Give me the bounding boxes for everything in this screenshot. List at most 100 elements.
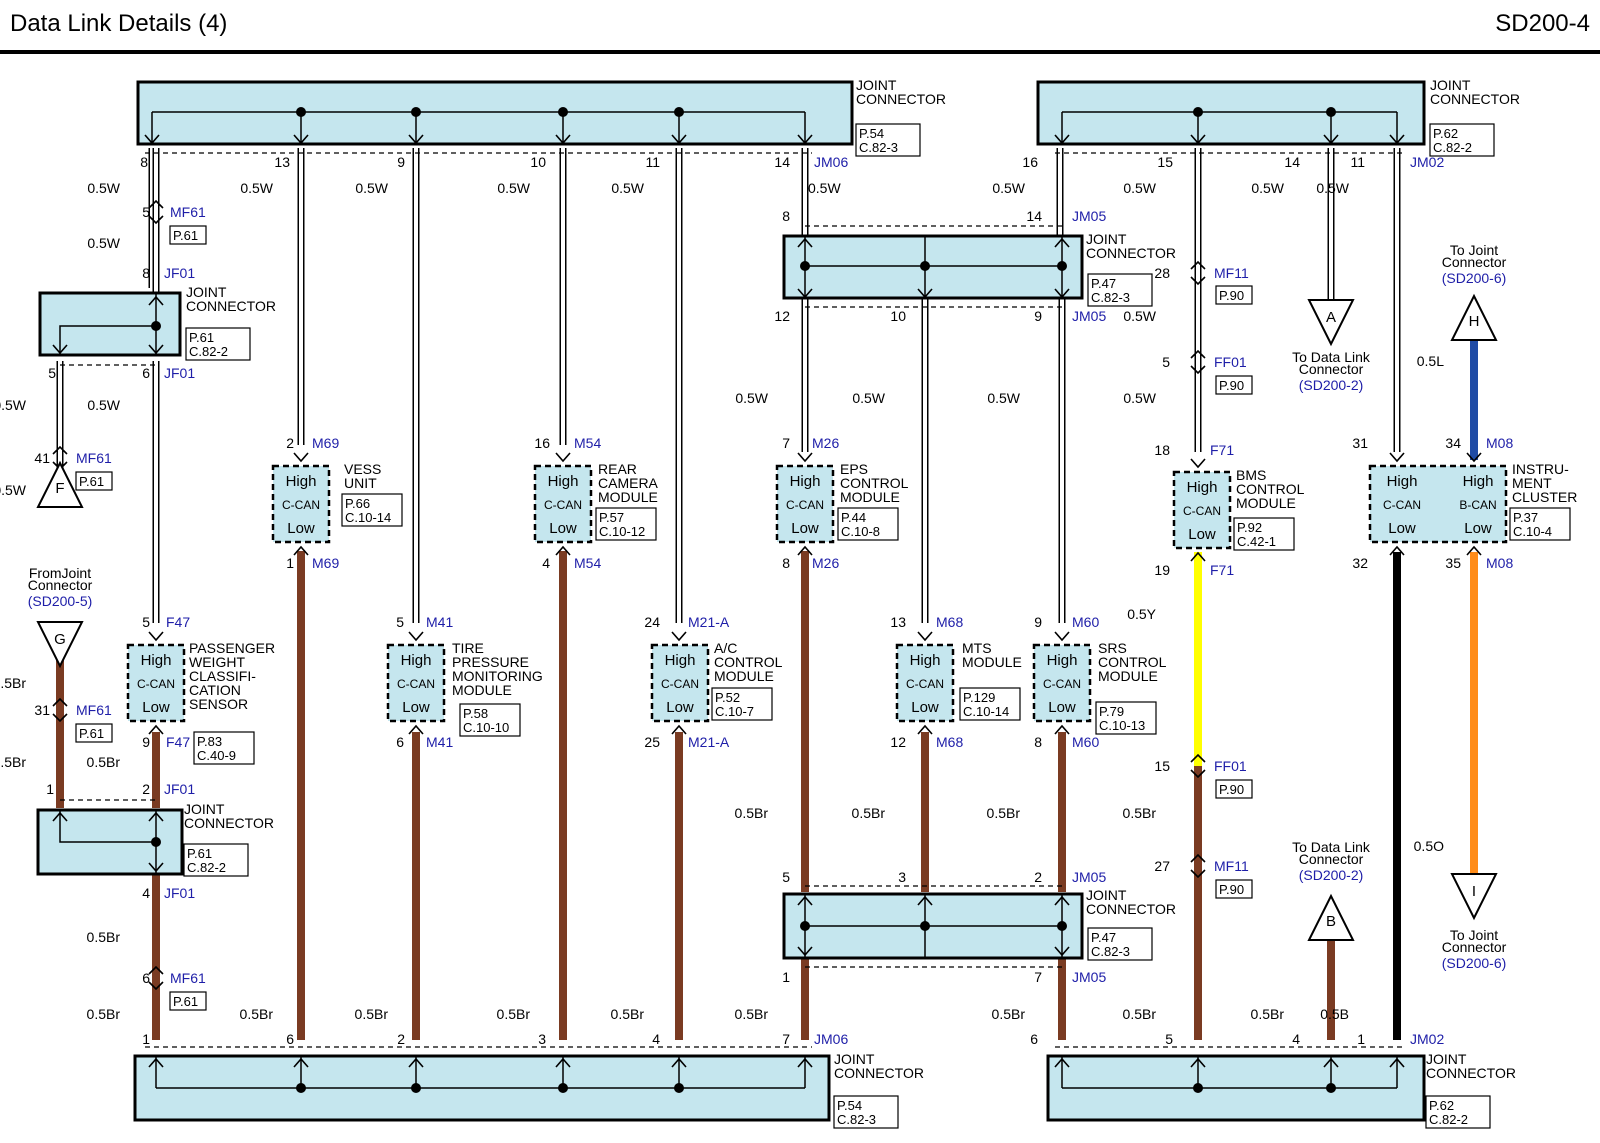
module-name: INSTRU- bbox=[1512, 461, 1569, 477]
joint-connector-title: CONNECTOR bbox=[856, 91, 946, 107]
pin-chevron bbox=[1054, 631, 1070, 642]
boxes-layer bbox=[36, 80, 1571, 1129]
pin-chevron bbox=[148, 344, 164, 355]
reference-text: C.10-14 bbox=[963, 704, 1009, 719]
module-box bbox=[1172, 470, 1232, 550]
module-name: MODULE bbox=[452, 682, 512, 698]
junction-dot bbox=[674, 107, 684, 117]
module-low-label: Low bbox=[911, 699, 939, 716]
connector-id: M41 bbox=[426, 734, 453, 750]
pin-chevron bbox=[797, 545, 813, 556]
reference-box bbox=[193, 731, 255, 765]
pin-label: 3 bbox=[898, 869, 906, 885]
pin-chevron bbox=[148, 1057, 164, 1068]
junction-dot bbox=[558, 107, 568, 117]
reference-text: C.10-7 bbox=[715, 704, 754, 719]
pin-label: 0.5Br bbox=[611, 1006, 645, 1022]
pin-label: 15 bbox=[1157, 154, 1173, 170]
pin-label: 14 bbox=[1026, 208, 1042, 224]
offpage-ref: (SD200-2) bbox=[1299, 867, 1364, 883]
module-bus-label: C-CAN bbox=[282, 498, 320, 512]
offpage-letter: A bbox=[1326, 309, 1336, 326]
reference-text: P.79 bbox=[1099, 704, 1124, 719]
pin-chevron bbox=[555, 452, 571, 463]
pin-label: 0.5W bbox=[611, 180, 644, 196]
pin-label: 5 bbox=[396, 614, 404, 630]
pin-label: 13 bbox=[890, 614, 906, 630]
joint-connector-title: CONNECTOR bbox=[834, 1065, 924, 1081]
reference-text: P.61 bbox=[79, 726, 104, 741]
pin-label: 7 bbox=[782, 435, 790, 451]
reference-box bbox=[459, 703, 521, 737]
joint-connector-title: CONNECTOR bbox=[1430, 91, 1520, 107]
junction-dot bbox=[800, 921, 810, 931]
pin-label: 4 bbox=[1292, 1031, 1300, 1047]
pin-label: 0.5Br bbox=[87, 754, 121, 770]
pin-label: 12 bbox=[890, 734, 906, 750]
reference-box bbox=[185, 327, 251, 361]
joint-connector-box bbox=[782, 234, 1084, 300]
junction-dot bbox=[296, 107, 306, 117]
pin-label: 0.5Br bbox=[1123, 805, 1157, 821]
pin-label: 8 bbox=[1034, 734, 1042, 750]
reference-text: P.47 bbox=[1091, 276, 1116, 291]
reference-box bbox=[169, 991, 207, 1011]
module-name: CONTROL bbox=[1098, 654, 1167, 670]
pin-label: 5 bbox=[48, 365, 56, 381]
pin-chevron bbox=[408, 134, 424, 145]
joint-connector-title: CONNECTOR bbox=[1086, 245, 1176, 261]
connector-id: M69 bbox=[312, 555, 339, 571]
reference-box bbox=[341, 493, 403, 527]
offpage-text: Connector bbox=[1442, 939, 1507, 955]
pin-label: 0.5W bbox=[497, 180, 530, 196]
pin-label: 0.5W bbox=[87, 397, 120, 413]
pin-chevron bbox=[797, 452, 813, 463]
pin-label: 9 bbox=[142, 734, 150, 750]
connector-id: JM02 bbox=[1410, 154, 1444, 170]
reference-text: C.82-3 bbox=[1091, 944, 1130, 959]
reference-box bbox=[837, 507, 899, 541]
pin-label: 13 bbox=[274, 154, 290, 170]
pin-chevron bbox=[148, 295, 164, 306]
module-bus-label: C-CAN bbox=[397, 677, 435, 691]
pin-chevron bbox=[1054, 237, 1070, 248]
pin-label: 0.5W bbox=[1316, 180, 1349, 196]
module-high-label: High bbox=[1187, 479, 1218, 496]
offpage-text: To Joint bbox=[1450, 927, 1498, 943]
module-name: TIRE bbox=[452, 640, 484, 656]
pin-label: 1 bbox=[1357, 1031, 1365, 1047]
junction-dot bbox=[1326, 107, 1336, 117]
offpage-letter: G bbox=[54, 631, 66, 648]
pin-chevron bbox=[671, 134, 687, 145]
pin-label: 32 bbox=[1352, 555, 1368, 571]
reference-text: C.10-14 bbox=[345, 510, 391, 525]
pin-label: 8 bbox=[782, 208, 790, 224]
pin-chevron bbox=[797, 237, 813, 248]
pin-label: 19 bbox=[1154, 562, 1170, 578]
joint-connector-box bbox=[136, 80, 854, 146]
pin-label: 0.5W bbox=[87, 180, 120, 196]
module-bus-label: C-CAN bbox=[786, 498, 824, 512]
pin-label: 34 bbox=[1445, 435, 1461, 451]
junction-dot bbox=[920, 261, 930, 271]
pin-chevron bbox=[917, 724, 933, 735]
module-box bbox=[386, 643, 446, 723]
page-title: Data Link Details (4) bbox=[10, 10, 228, 37]
pin-chevron bbox=[1323, 1057, 1339, 1068]
pin-label: 2 bbox=[1034, 869, 1042, 885]
pin-label: 1 bbox=[782, 969, 790, 985]
junction-dot bbox=[800, 261, 810, 271]
pin-chevron bbox=[1466, 545, 1482, 556]
offpage-triangle bbox=[36, 460, 84, 508]
pin-label: 18 bbox=[1154, 442, 1170, 458]
pin-label: 0.5W bbox=[992, 180, 1025, 196]
connector-id: M54 bbox=[574, 435, 601, 451]
pin-label: 2 bbox=[142, 781, 150, 797]
module-name: MODULE bbox=[1098, 668, 1158, 684]
module-bus-label: C-CAN bbox=[1043, 677, 1081, 691]
pin-label: 0.5W bbox=[355, 180, 388, 196]
page-code: SD200-4 bbox=[1495, 10, 1590, 37]
reference-text: C.10-4 bbox=[1513, 524, 1552, 539]
connector-id: M21-A bbox=[688, 614, 730, 630]
offpage-text: Connector bbox=[1299, 361, 1364, 377]
